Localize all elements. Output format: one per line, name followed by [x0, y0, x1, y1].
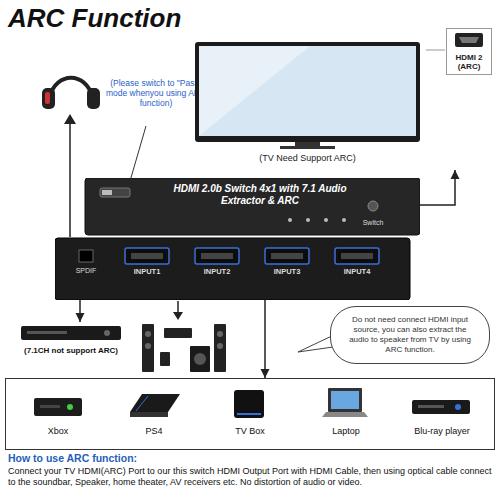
node-text: INPUT4 [335, 267, 379, 276]
tv-set: (TV Need Support ARC) [190, 40, 465, 170]
connector [261, 300, 270, 378]
arrowhead [76, 313, 85, 322]
node-text: PS4 [108, 426, 200, 436]
node-text: HDMI 2.0b Switch 4x1 with 7.1 Audio Extr… [165, 183, 355, 207]
connector-line [264, 300, 266, 378]
node-text: (7.1CH not support ARC) [15, 346, 127, 355]
source-device: Xbox [12, 382, 104, 446]
node-text: Blu-ray player [396, 426, 488, 436]
source-group: Xbox PS4 TV Box Laptop Blu-ray player [5, 378, 495, 450]
device-icon [108, 382, 198, 424]
arrowhead [261, 369, 270, 378]
body-text: Connect your TV HDMI(ARC) Port to our th… [8, 466, 494, 487]
arrowhead [451, 170, 460, 179]
node-text: INPUT2 [195, 267, 239, 276]
node-text: Laptop [300, 426, 392, 436]
connector [420, 170, 460, 205]
source-device: Blu-ray player [396, 382, 488, 446]
node-text: HDMI 2 (ARC) [448, 53, 490, 71]
player-icon [15, 322, 127, 344]
device-icon [300, 382, 390, 424]
node-text: SPDIF [67, 267, 105, 274]
title: ARC Function [8, 3, 181, 34]
hdmi-switch: HDMI 2.0b Switch 4x1 with 7.1 Audio Extr… [55, 178, 420, 300]
node-text: Switch [353, 219, 393, 226]
port-box: HDMI 2 (ARC) [446, 28, 492, 75]
headphones-icon [42, 78, 100, 109]
node-text: (TV Need Support ARC) [195, 153, 420, 163]
leader-line [426, 50, 445, 51]
source-device: Laptop [300, 382, 392, 446]
connector [76, 300, 85, 322]
node-text: INPUT3 [265, 267, 309, 276]
speaker-arrow [173, 301, 183, 320]
node-text: INPUT1 [125, 267, 169, 276]
node-text: Do not need connect HDMI input source, y… [345, 315, 475, 355]
device-icon [396, 382, 486, 424]
player-device: (7.1CH not support ARC) [15, 322, 127, 355]
node-text: TV Box [204, 426, 296, 436]
source-device: PS4 [108, 382, 200, 446]
device-icon [12, 382, 102, 424]
speech-bubble: Do not need connect HDMI input source, y… [330, 306, 490, 364]
tv-icon [190, 40, 425, 152]
section-heading: How to use ARC function: [8, 452, 137, 464]
headphone-arrow [64, 114, 76, 237]
speakers-icon [142, 324, 226, 372]
source-device: TV Box [204, 382, 296, 446]
node-text: Xbox [12, 426, 104, 436]
device-icon [204, 382, 294, 424]
connector-line [420, 170, 455, 205]
port-icon [447, 29, 491, 51]
